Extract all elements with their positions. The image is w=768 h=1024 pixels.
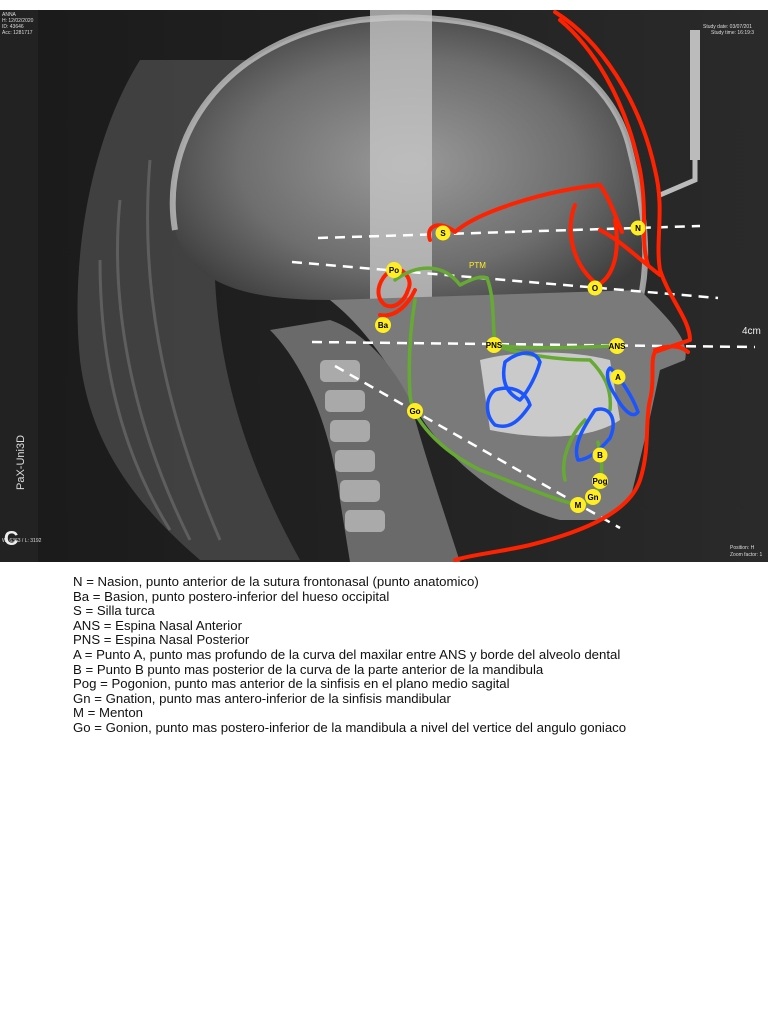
scale-label: 4cm — [742, 326, 761, 337]
ramus-green — [407, 298, 580, 507]
ruler — [690, 30, 700, 160]
palatal-line — [311, 340, 756, 349]
legend-item-gn: Gn = Gnation, punto mas antero-inferior … — [73, 690, 451, 706]
landmark-n-label: N — [635, 224, 641, 233]
landmark-legend: N = Nasion, punto anterior de la sutura … — [73, 574, 753, 736]
header-left-1: ANNA — [2, 12, 17, 18]
landmark-pns-label: PNS — [486, 341, 503, 350]
landmark-ans-label: ANS — [609, 342, 627, 351]
landmark-gn: Gn — [585, 489, 601, 505]
legend-item-pog: Pog = Pogonion, punto mas anterior de la… — [73, 676, 510, 692]
cephalometric-xray: ANNA H: 12/02/2020 ID: 43646 Acc: 128171… — [0, 10, 768, 562]
skull-outline — [169, 14, 649, 301]
ruler-bracket — [659, 160, 698, 198]
teeth-region — [480, 352, 620, 437]
lower-molar-blue — [485, 386, 532, 428]
pterygomaxillary-tracing — [598, 228, 662, 277]
landmark-n: N — [630, 220, 646, 236]
landmark-pog: Pog — [592, 473, 608, 489]
blue-tracing — [485, 351, 640, 462]
head-holder-strip — [370, 10, 432, 310]
landmark-o: O — [587, 280, 603, 296]
landmark-pog-label: Pog — [592, 477, 607, 486]
cervical-vertebrae — [320, 360, 385, 532]
cranial-base-green — [393, 266, 489, 287]
landmark-m-label: M — [575, 501, 582, 510]
landmark-m: M — [570, 497, 586, 513]
sn-line — [317, 224, 701, 240]
legend-item-m: M = Menton — [73, 705, 144, 721]
header-right-1: Study date: 03/07/201 — [703, 24, 752, 30]
anterior-cranial-base — [427, 183, 624, 242]
hair-region — [77, 60, 300, 560]
landmark-ba-label: Ba — [378, 321, 389, 330]
legend-item-a: A = Punto A, punto mas profundo de la cu… — [73, 646, 621, 662]
header-left-3: ID: 43646 — [2, 24, 24, 30]
landmark-o-label: O — [592, 284, 598, 293]
palatal-green — [493, 343, 619, 350]
upper-incisor-blue — [605, 366, 640, 417]
hair-strands — [98, 159, 222, 541]
header-left-2: H: 12/02/2020 — [2, 18, 34, 24]
footer-left-1: W: 6363 / L: 3192 — [2, 538, 42, 544]
legend-item-go: Go = Gonion, punto mas postero-inferior … — [73, 719, 627, 735]
mandible-inner-green — [562, 418, 587, 482]
landmark-b-label: B — [597, 451, 603, 460]
landmark-ans: ANS — [609, 338, 627, 354]
porion-tracing — [376, 266, 412, 309]
legend-item-n: N = Nasion, punto anterior de la sutura … — [73, 574, 479, 589]
footer-right-1: Position: H — [730, 545, 755, 551]
landmark-a-label: A — [615, 373, 621, 382]
header-right-2: Study time: 16:19:3 — [711, 30, 754, 36]
landmark-po: Po — [386, 262, 402, 278]
frontal-bone-profile — [558, 18, 650, 267]
side-label: PaX-Uni3D — [15, 435, 27, 490]
landmark-a: A — [610, 369, 626, 385]
legend-item-pns: PNS = Espina Nasal Posterior — [73, 632, 250, 648]
corner-logo: C — [4, 528, 18, 550]
landmark-s-label: S — [440, 229, 446, 238]
footer-right-2: Zoom factor: 1 — [730, 552, 762, 558]
frankfort-line — [291, 260, 719, 300]
legend-item-b: B = Punto B punto mas posterior de la cu… — [73, 661, 544, 677]
landmark-po-label: Po — [389, 266, 399, 275]
upper-lip-tracing — [653, 344, 690, 354]
green-tracing — [393, 266, 619, 507]
maxilla-green — [493, 343, 613, 412]
landmark-ba: Ba — [375, 317, 391, 333]
landmark-s: S — [435, 225, 451, 241]
legend-item-ba: Ba = Basion, punto postero-inferior del … — [73, 588, 390, 604]
landmark-go-label: Go — [409, 407, 420, 416]
soft-tissue-profile — [453, 10, 692, 562]
landmarks: S N Po Ba O PTM PNS ANS A — [375, 220, 646, 513]
landmark-go: Go — [407, 403, 423, 419]
landmark-pns: PNS — [486, 337, 503, 353]
legend-item-s: S = Silla turca — [73, 603, 155, 619]
landmark-ptm-label: PTM — [469, 261, 486, 270]
landmark-gn-label: Gn — [587, 493, 598, 502]
basion-tracing — [378, 288, 417, 318]
landmark-b: B — [592, 447, 608, 463]
left-panel — [0, 10, 38, 562]
header-left-4: Acc: 1281717 — [2, 30, 33, 36]
legend-item-ans: ANS = Espina Nasal Anterior — [73, 617, 242, 633]
